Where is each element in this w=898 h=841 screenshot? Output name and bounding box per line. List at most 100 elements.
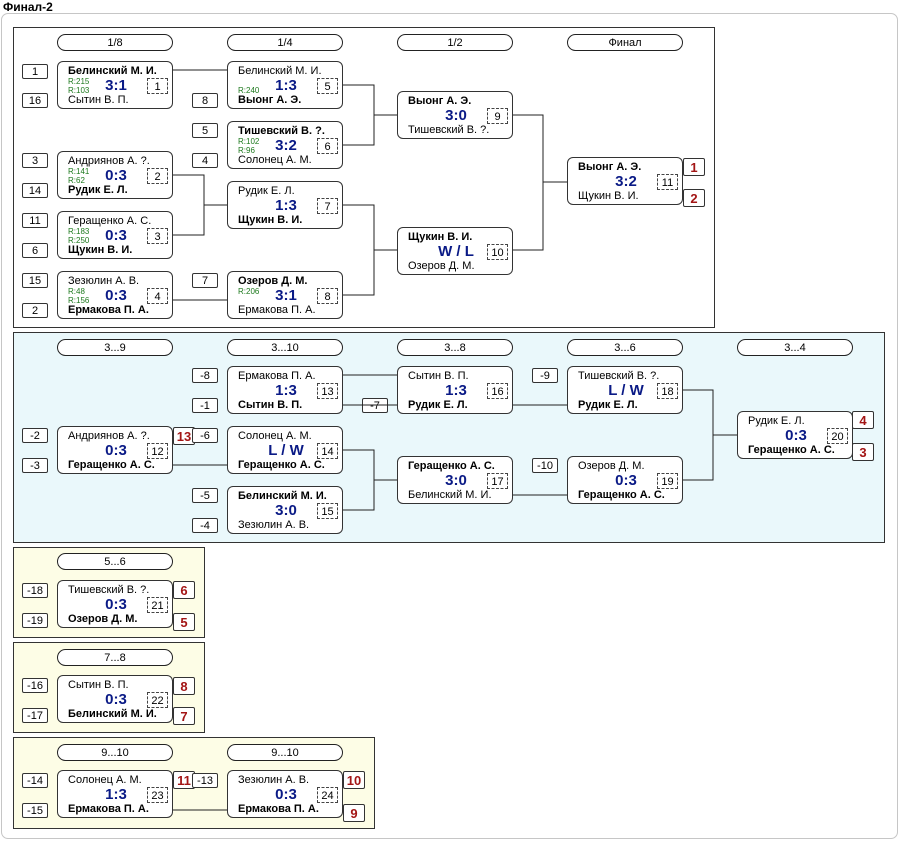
match-box[interactable]: Андриянов А. ?. Геращенко А. С.0:3 12: [57, 426, 173, 474]
player-bottom: Рудик Е. Л.: [68, 184, 128, 196]
player-bottom: Озеров Д. М.: [408, 260, 475, 272]
match-number: 16: [487, 383, 508, 399]
player-bottom: Солонец А. М.: [238, 154, 312, 166]
match-number: 20: [827, 428, 848, 444]
seed-bottom: 2: [22, 303, 48, 318]
player-top: Озеров Д. М.: [238, 275, 308, 287]
rating-bottom: R:103: [68, 86, 90, 95]
rating-bottom: R:250: [68, 236, 90, 245]
player-bottom: Сытин В. П.: [238, 399, 303, 411]
match-number: 14: [317, 443, 338, 459]
match-score: L / W: [608, 382, 644, 399]
rating-top: R:141: [68, 167, 90, 176]
rating-top: R:183: [68, 227, 90, 236]
seed-bottom: -4: [192, 518, 218, 533]
round-header: 9...10: [57, 744, 173, 761]
round-header: 7...8: [57, 649, 173, 666]
player-bottom: Озеров Д. М.: [68, 613, 138, 625]
match-number: 12: [147, 443, 168, 459]
match-number: 2: [147, 168, 168, 184]
match-score: 0:3: [105, 167, 127, 184]
seed-top: -2: [22, 428, 48, 443]
match-number: 9: [487, 108, 508, 124]
round-header: Финал: [567, 34, 683, 51]
player-bottom: Сытин В. П.: [68, 94, 129, 106]
match-number: 6: [317, 138, 338, 154]
round-header: 3...9: [57, 339, 173, 356]
player-top: Выонг А. Э.: [408, 95, 472, 107]
rating-bottom: R:156: [68, 296, 90, 305]
match-number: 17: [487, 473, 508, 489]
seed-top: 7: [192, 273, 218, 288]
seed-bottom: -17: [22, 708, 48, 723]
player-bottom: Геращенко А. С.: [68, 459, 155, 471]
rating-top: R:215: [68, 77, 90, 86]
rating-bottom: R:96: [238, 146, 255, 155]
match-score: 3:2: [275, 137, 297, 154]
match-number: 21: [147, 597, 168, 613]
match-score: 0:3: [105, 442, 127, 459]
player-top: Солонец А. М.: [238, 430, 312, 442]
place-badge: 2: [683, 189, 705, 207]
match-number: 19: [657, 473, 678, 489]
seed-top: 3: [22, 153, 48, 168]
player-top: Белинский М. И.: [238, 490, 327, 502]
match-box[interactable]: Солонец А. М. Геращенко А. С.L / W 14: [227, 426, 343, 474]
seed-bottom: -1: [192, 398, 218, 413]
match-score: 1:3: [105, 786, 127, 803]
player-top: Андриянов А. ?.: [68, 430, 150, 442]
player-bottom: Геращенко А. С.: [748, 444, 835, 456]
player-bottom: Ермакова П. А.: [238, 803, 319, 815]
place-badge: 6: [173, 581, 195, 599]
rating-top: R:102: [238, 137, 260, 146]
match-score: 1:3: [275, 382, 297, 399]
player-top: Сытин В. П.: [68, 679, 129, 691]
player-bottom: Ермакова П. А.: [68, 803, 149, 815]
place-badge: 11: [173, 771, 195, 789]
rating-bottom: R:240: [238, 86, 260, 95]
match-number: 22: [147, 692, 168, 708]
seed-top: 5: [192, 123, 218, 138]
match-score: L / W: [268, 442, 304, 459]
player-bottom: Геращенко А. С.: [238, 459, 325, 471]
player-top: Щукин В. И.: [408, 231, 473, 243]
match-number: 8: [317, 288, 338, 304]
player-top: Андриянов А. ?.: [68, 155, 150, 167]
seed-top: -10: [532, 458, 558, 473]
seed-top: -9: [532, 368, 558, 383]
match-number: 13: [317, 383, 338, 399]
match-score: 3:0: [275, 502, 297, 519]
match-score: 0:3: [615, 472, 637, 489]
player-top: Ермакова П. А.: [238, 370, 316, 382]
match-box[interactable]: Ермакова П. А. Сытин В. П.1:3 13: [227, 366, 343, 414]
match-score: 0:3: [785, 427, 807, 444]
seed-top: -16: [22, 678, 48, 693]
match-number: 7: [317, 198, 338, 214]
seed-bottom: 8: [192, 93, 218, 108]
match-number: 11: [657, 174, 678, 190]
seed-top: -13: [192, 773, 218, 788]
player-top: Зезюлин А. В.: [238, 774, 310, 786]
player-bottom: Белинский М. И.: [408, 489, 492, 501]
